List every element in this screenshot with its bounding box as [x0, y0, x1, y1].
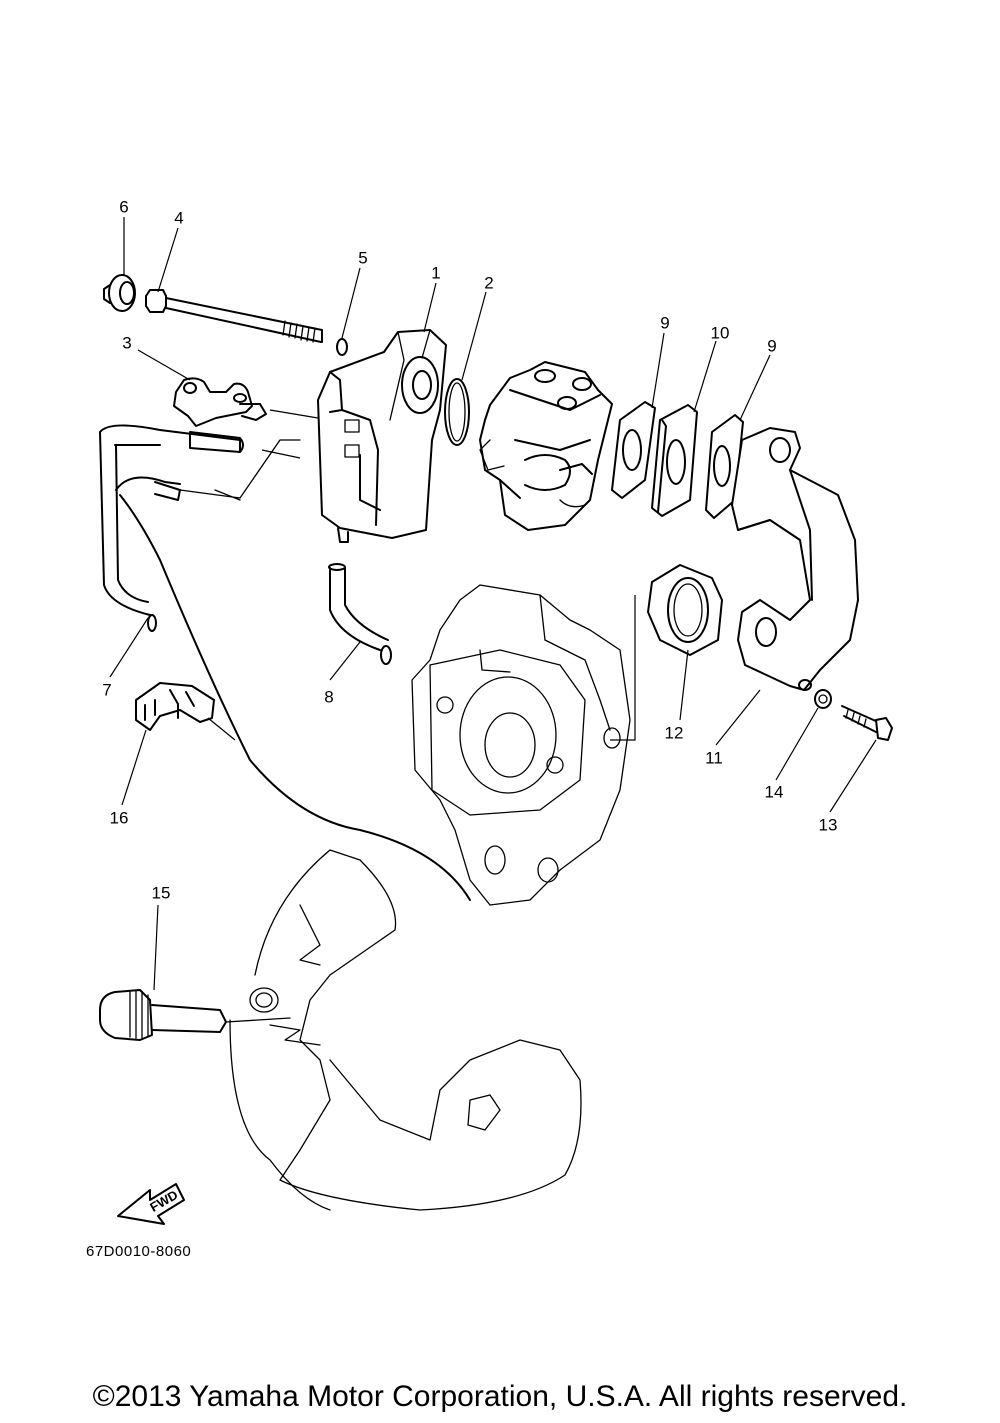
- fwd-arrow-icon: FWD: [117, 1183, 185, 1225]
- callout-11: 11: [705, 748, 723, 768]
- callout-15: 15: [151, 883, 171, 903]
- callout-13: 13: [818, 815, 838, 835]
- leader-lines: [109, 217, 877, 991]
- drawing-code: 67D0010-8060: [86, 1243, 192, 1260]
- lower-casing: [229, 849, 582, 1211]
- fuel-hose: [115, 439, 471, 901]
- part-9-gasket-a: [611, 401, 656, 499]
- callout-16: 16: [109, 808, 129, 828]
- callout-8: 8: [324, 687, 334, 707]
- callout-14: 14: [764, 782, 784, 802]
- part-8-hose: [328, 563, 392, 665]
- callout-6: 6: [119, 197, 129, 217]
- callout-1: 1: [431, 263, 441, 283]
- part-11-manifold: [731, 427, 859, 691]
- part-4-bolt: [145, 289, 323, 343]
- part-10-spacer: [651, 404, 698, 517]
- part-12-gasket: [647, 564, 723, 656]
- copyright-notice: ©2013 Yamaha Motor Corporation, U.S.A. A…: [92, 1380, 908, 1413]
- callout-3: 3: [122, 333, 132, 353]
- callout-9b: 9: [767, 336, 777, 356]
- carburetor: [479, 361, 613, 531]
- callout-12: 12: [664, 723, 684, 743]
- part-14-washer: [814, 689, 832, 709]
- part-13-bolt: [841, 705, 893, 741]
- callout-2: 2: [484, 273, 494, 293]
- callout-5: 5: [358, 248, 368, 268]
- callout-7: 7: [102, 680, 112, 700]
- part-16-clip: [135, 682, 215, 731]
- part-2-o-ring: [444, 378, 470, 446]
- callout-10: 10: [710, 323, 730, 343]
- part-3-clamp: [173, 377, 267, 427]
- part-1-housing: [317, 329, 447, 543]
- callout-4: 4: [174, 208, 184, 228]
- callout-9a: 9: [660, 313, 670, 333]
- part-7-hose: [99, 424, 244, 632]
- engine-block: [411, 584, 631, 906]
- part-6-grommet: [103, 274, 136, 312]
- part-5-washer: [336, 338, 348, 356]
- part-15-plug: [99, 989, 291, 1041]
